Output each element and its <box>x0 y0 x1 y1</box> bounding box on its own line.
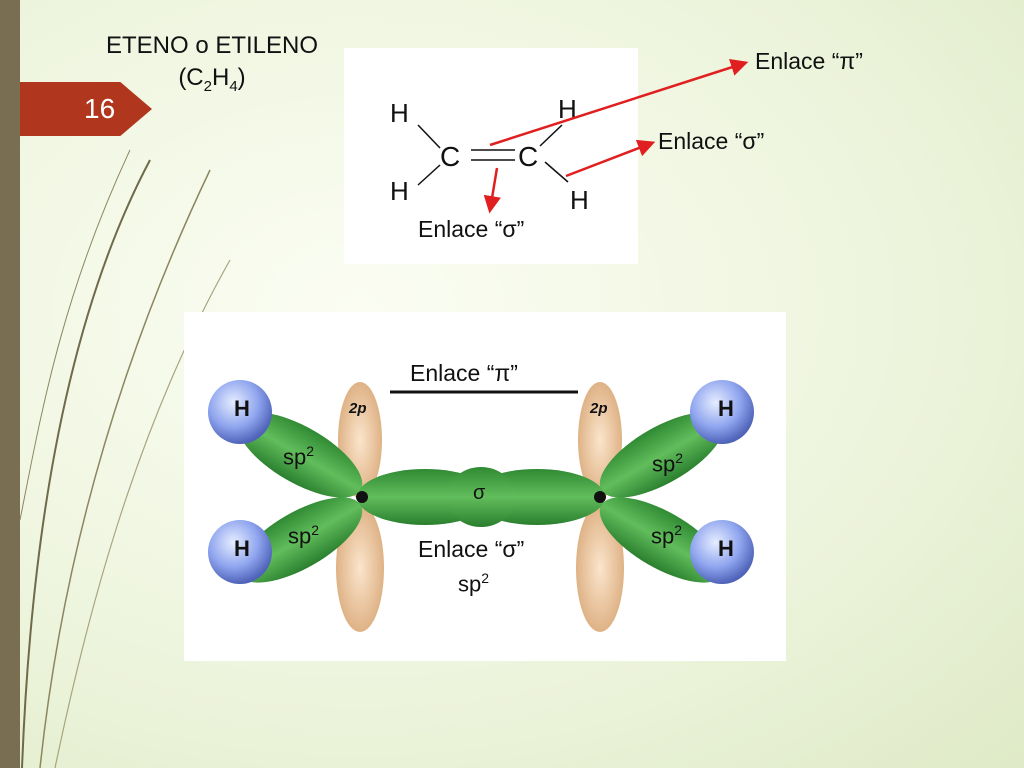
atom-h-top-left: H <box>390 98 409 128</box>
slide-title: ETENO o ETILENO (C2H4) <box>88 30 336 103</box>
sigma-bond-label-bottom: Enlace “σ” <box>418 216 525 242</box>
atom-h-top-right: H <box>558 94 577 124</box>
atom-h-bottom-right: H <box>570 185 589 215</box>
hydrogen-bottom-right: H <box>718 536 734 561</box>
title-line1: ETENO o ETILENO <box>105 32 319 59</box>
p-orbital-label-left: 2p <box>349 400 367 417</box>
structural-formula-panel <box>344 48 638 264</box>
sigma-bond-label-orbital: Enlace “σ” <box>418 536 525 562</box>
atom-c-right: C <box>518 141 539 172</box>
atom-c-left: C <box>440 141 461 172</box>
pi-bond-label-orbital: Enlace “π” <box>410 360 518 386</box>
slide-number: 16 <box>84 93 116 124</box>
sp2-label-bottom-right: sp2 <box>651 522 683 549</box>
sp2-label-bottom-left: sp2 <box>288 522 320 549</box>
p-orbital-label-right: 2p <box>590 400 608 417</box>
slide-number-tab <box>20 82 152 136</box>
hydrogen-top-right: H <box>718 396 734 421</box>
title-formula: (C2H4) <box>178 64 246 95</box>
atom-h-bottom-left: H <box>390 176 409 206</box>
left-bar <box>0 0 20 768</box>
hydrogen-bottom-left: H <box>234 536 250 561</box>
sp2-label-center: sp2 <box>458 570 490 597</box>
sp2-label-top-left: sp2 <box>283 443 315 470</box>
hydrogen-top-left: H <box>234 396 250 421</box>
sigma-symbol: σ <box>473 482 486 504</box>
pi-bond-label: Enlace “π” <box>755 48 863 74</box>
sp2-label-top-right: sp2 <box>652 450 684 477</box>
sigma-bond-label-right: Enlace “σ” <box>658 128 765 154</box>
